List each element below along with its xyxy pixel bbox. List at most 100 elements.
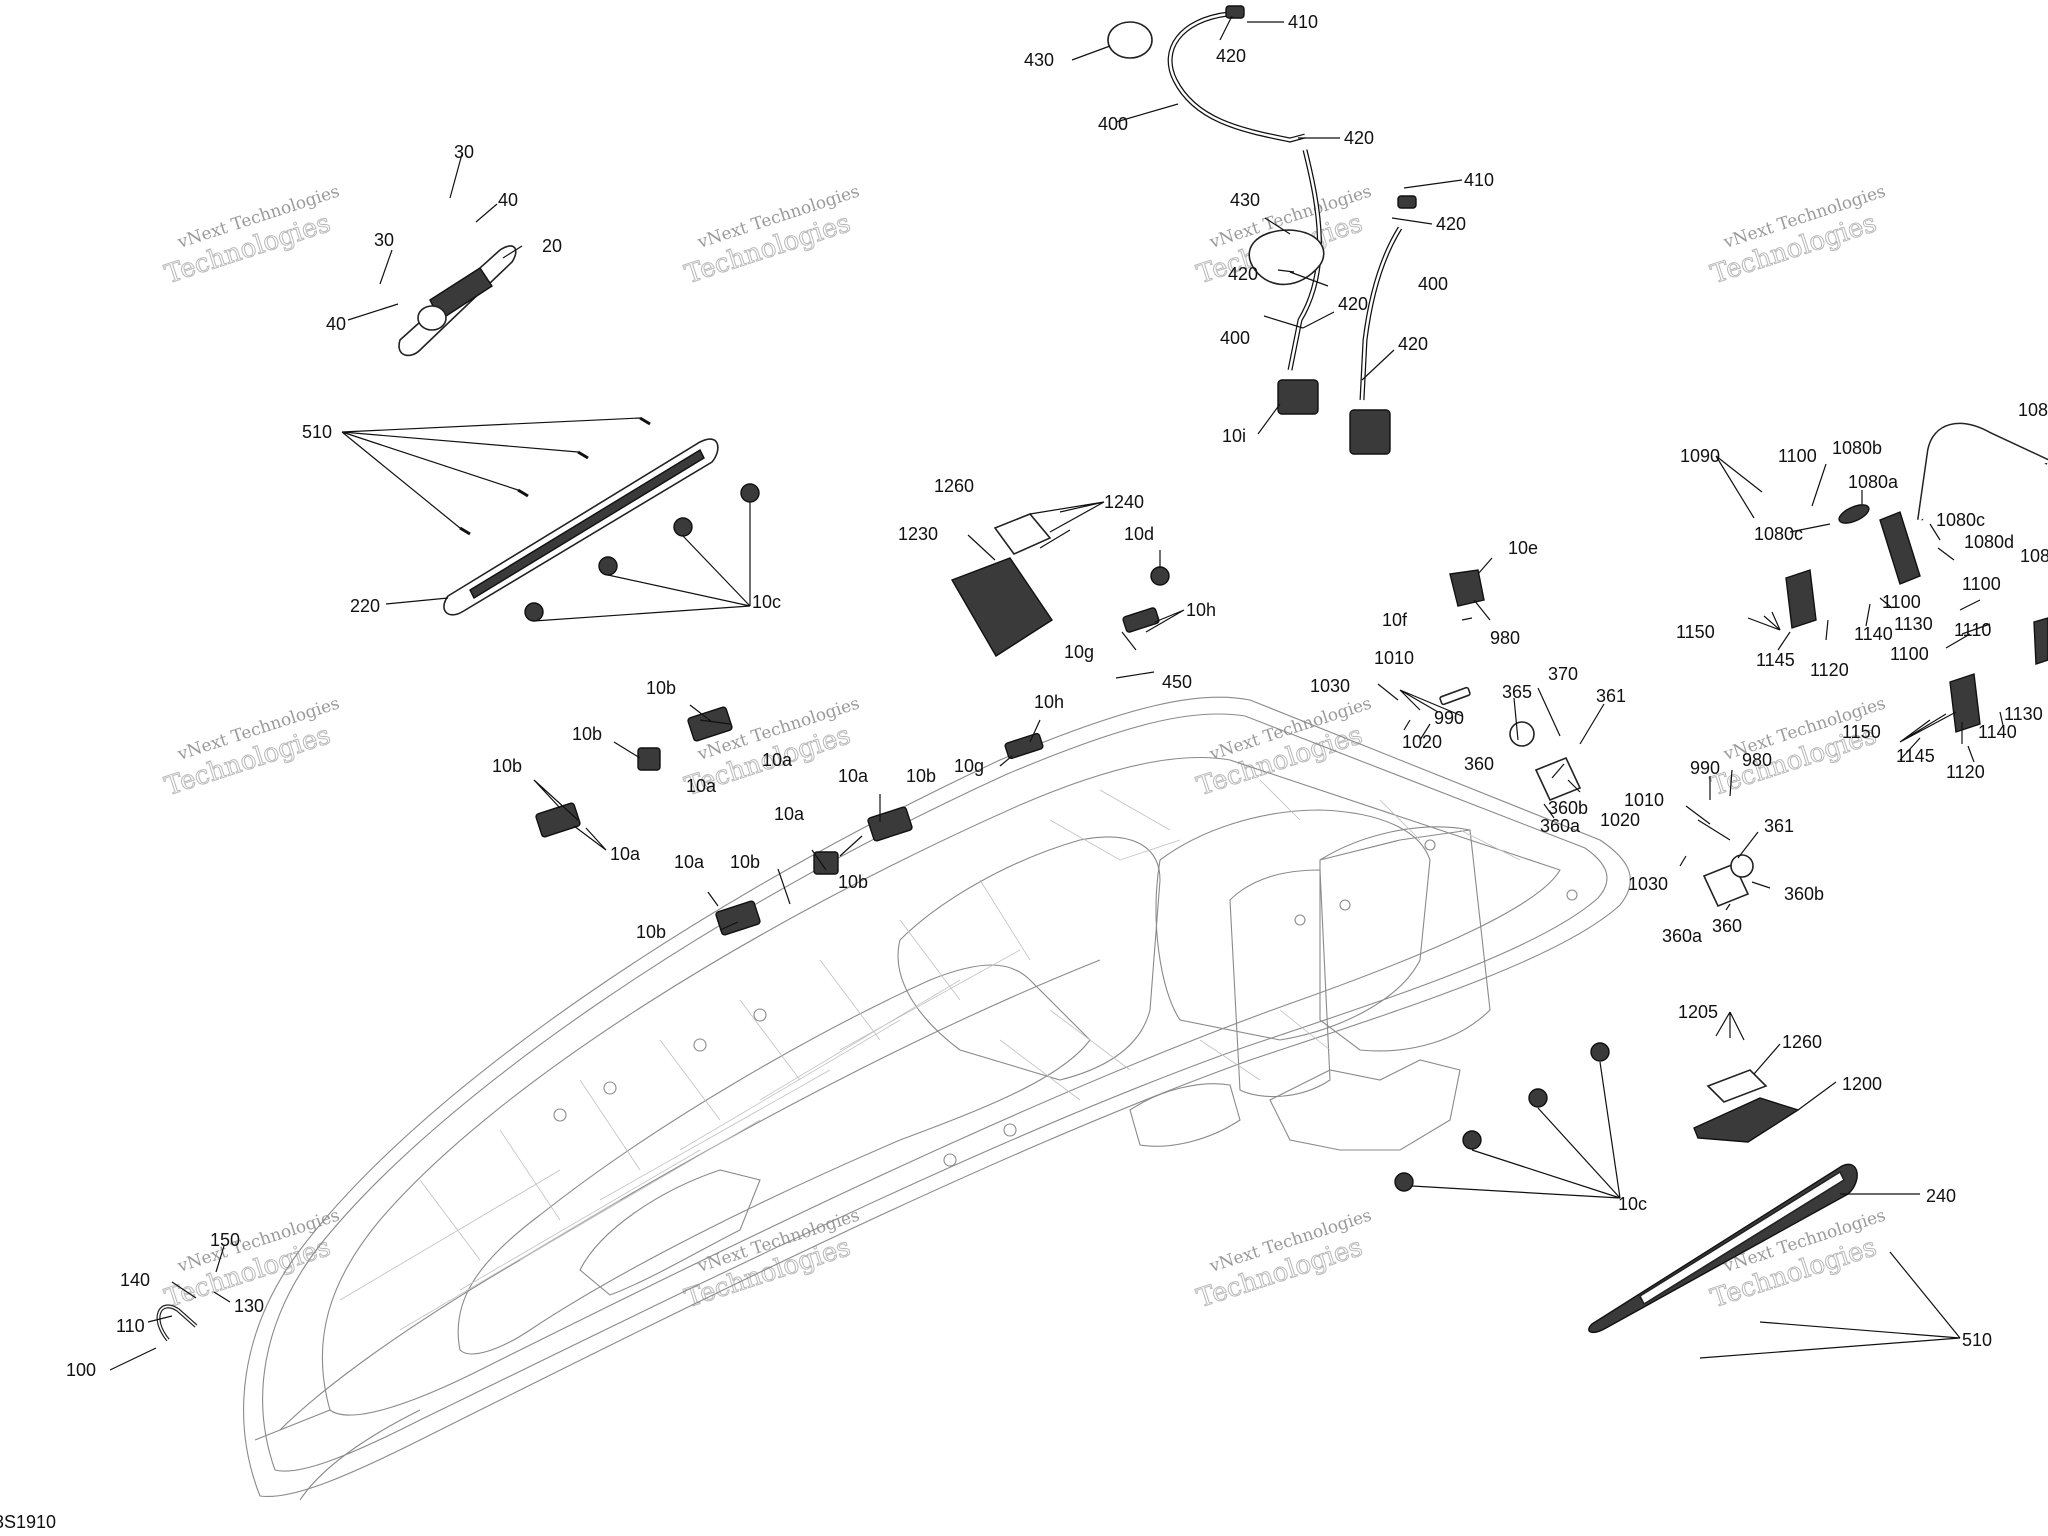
clip-410-top bbox=[1225, 5, 1245, 19]
hose-400-top bbox=[1167, 11, 1306, 143]
callout-450: 450 bbox=[1162, 672, 1192, 692]
watermark: vNext Technologies Technologies bbox=[1193, 694, 1374, 803]
callout-1020: 1020 bbox=[1402, 732, 1442, 752]
plate-1145-bottom bbox=[1949, 673, 1981, 733]
callout-410: 410 bbox=[1464, 170, 1494, 190]
callout-10e: 10e bbox=[1508, 538, 1538, 558]
callout-10a: 10a bbox=[610, 844, 641, 864]
callout-130: 130 bbox=[234, 1296, 264, 1316]
callout-10d: 10d bbox=[1124, 524, 1154, 544]
callout-1080c: 1080c bbox=[1754, 524, 1803, 544]
callout-1150: 1150 bbox=[1676, 622, 1715, 642]
callout-1145: 1145 bbox=[1896, 746, 1935, 766]
callout-10b: 10b bbox=[646, 678, 676, 698]
callout-365: 365 bbox=[1502, 682, 1532, 702]
callout-510: 510 bbox=[1962, 1330, 1992, 1350]
parts bbox=[156, 5, 2048, 1342]
callout-10a: 10a bbox=[762, 750, 793, 770]
drawing-code: 63S1910 bbox=[0, 1512, 56, 1532]
callout-150: 150 bbox=[210, 1230, 240, 1250]
callout-1030: 1030 bbox=[1310, 676, 1350, 696]
callout-410: 410 bbox=[1288, 12, 1318, 32]
callout-10g: 10g bbox=[1064, 642, 1094, 662]
clip-10b bbox=[813, 851, 839, 875]
callout-10b: 10b bbox=[906, 766, 936, 786]
callout-990: 990 bbox=[1434, 708, 1464, 728]
callout-108: 108 bbox=[2020, 546, 2048, 566]
callout-360a: 360a bbox=[1540, 816, 1581, 836]
cap-10c bbox=[598, 556, 618, 576]
bracket-1080a bbox=[1879, 511, 1921, 585]
callout-430: 430 bbox=[1230, 190, 1260, 210]
bracket-10i-right bbox=[1349, 409, 1391, 455]
cap-10c bbox=[524, 602, 544, 622]
callout-140: 140 bbox=[120, 1270, 150, 1290]
callout-420: 420 bbox=[1436, 214, 1466, 234]
callout-1110: 1110 bbox=[1954, 620, 1991, 640]
clip-10b bbox=[535, 802, 581, 838]
callout-370: 370 bbox=[1548, 664, 1578, 684]
callout-990: 990 bbox=[1690, 758, 1720, 778]
callout-1090: 1090 bbox=[1680, 446, 1720, 466]
callout-110: 110 bbox=[116, 1316, 145, 1336]
bolt-980-top bbox=[1439, 686, 1471, 706]
callout-10h: 10h bbox=[1186, 600, 1216, 620]
drain-plug-360-top bbox=[1534, 756, 1582, 802]
gasket-10d bbox=[1150, 566, 1170, 586]
callout-980: 980 bbox=[1742, 750, 1772, 770]
callout-1260: 1260 bbox=[1782, 1032, 1822, 1052]
callout-10a: 10a bbox=[838, 766, 869, 786]
callout-1120: 1120 bbox=[1946, 762, 1985, 782]
callout-1080a: 1080a bbox=[1848, 472, 1899, 492]
cap-10c bbox=[1528, 1088, 1548, 1108]
clip-10e bbox=[1449, 569, 1485, 607]
callout-420: 420 bbox=[1344, 128, 1374, 148]
callout-360b: 360b bbox=[1548, 798, 1588, 818]
hull-drawing bbox=[243, 696, 1631, 1501]
watermark: vNext Technologies Technologies bbox=[161, 182, 342, 291]
callout-1100: 1100 bbox=[1882, 592, 1921, 612]
cap-10c bbox=[1394, 1172, 1414, 1192]
callout-10b: 10b bbox=[492, 756, 522, 776]
callout-10a: 10a bbox=[686, 776, 717, 796]
callout-420: 420 bbox=[1228, 264, 1258, 284]
callout-1080b: 1080b bbox=[1832, 438, 1882, 458]
callout-1100: 1100 bbox=[1890, 644, 1929, 664]
callout-10b: 10b bbox=[572, 724, 602, 744]
callouts: 410 420 430 400 420 410 420 430 420 400 … bbox=[66, 12, 2048, 1380]
callout-10f: 10f bbox=[1382, 610, 1408, 630]
callout-1120: 1120 bbox=[1810, 660, 1849, 680]
callout-10i: 10i bbox=[1222, 426, 1246, 446]
pad-1230 bbox=[950, 557, 1053, 657]
spring-1080a bbox=[1838, 504, 1870, 524]
plate-1260-bottom bbox=[1706, 1069, 1768, 1103]
callout-360: 360 bbox=[1712, 916, 1742, 936]
callout-10a: 10a bbox=[674, 852, 705, 872]
callout-10a: 10a bbox=[774, 804, 805, 824]
callout-420: 420 bbox=[1216, 46, 1246, 66]
callout-980: 980 bbox=[1490, 628, 1520, 648]
watermark: vNext Technologies Technologies bbox=[1707, 182, 1888, 291]
callout-240: 240 bbox=[1926, 1186, 1956, 1206]
callout-420: 420 bbox=[1338, 294, 1368, 314]
callout-1030: 1030 bbox=[1628, 874, 1668, 894]
pad-1200 bbox=[1693, 1097, 1800, 1143]
callout-1080c: 1080c bbox=[1936, 510, 1985, 530]
callout-360b: 360b bbox=[1784, 884, 1824, 904]
callout-30: 30 bbox=[454, 142, 474, 162]
clip-10b bbox=[715, 900, 761, 936]
callout-1130: 1130 bbox=[2004, 704, 2043, 724]
watermark: vNext Technologies Technologies bbox=[161, 694, 342, 803]
clip-10b bbox=[867, 806, 913, 842]
callout-1100: 1100 bbox=[1962, 574, 2001, 594]
clip-410-right bbox=[1397, 195, 1417, 209]
cap-10c bbox=[1590, 1042, 1610, 1062]
clip-10b bbox=[687, 706, 733, 742]
callout-1150: 1150 bbox=[1842, 722, 1881, 742]
callout-40: 40 bbox=[498, 190, 518, 210]
callout-360a: 360a bbox=[1662, 926, 1703, 946]
callout-400: 400 bbox=[1220, 328, 1250, 348]
callout-360: 360 bbox=[1464, 754, 1494, 774]
plate-1260-top bbox=[993, 513, 1052, 555]
callout-1010: 1010 bbox=[1374, 648, 1414, 668]
